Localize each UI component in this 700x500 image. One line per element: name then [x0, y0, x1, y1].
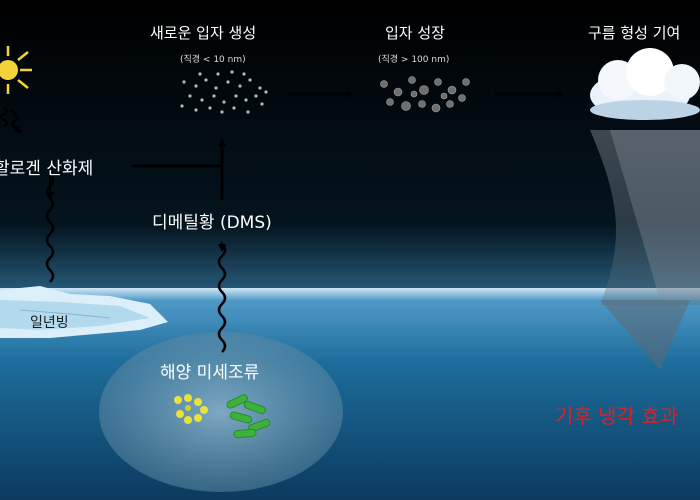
algae-label: 해양 미세조류	[160, 363, 260, 383]
sunlight-arrow	[0, 106, 9, 128]
cloud-icon	[590, 48, 700, 120]
halogen-emission-arrow	[45, 170, 55, 283]
particle-cluster-icon	[180, 70, 268, 114]
microalgae-icon	[226, 394, 271, 439]
sunlight-arrow	[10, 109, 22, 134]
sun-icon	[0, 46, 32, 94]
cooling-funnel	[590, 130, 700, 305]
algae-region	[99, 332, 343, 492]
new-particle-title: 새로운 입자 생성	[150, 24, 257, 42]
particle-cluster-icon	[380, 76, 470, 113]
dms-emission-arrow	[217, 240, 227, 353]
dms-label: 디메틸황 (DMS)	[152, 213, 272, 233]
growth-title: 입자 성장	[385, 24, 445, 42]
cooling-effect-label: 기후 냉각 효과	[555, 404, 679, 428]
microalgae-icon	[174, 394, 208, 424]
sea-ice-icon	[0, 286, 168, 338]
sea-ice-label: 일년빙	[30, 315, 69, 331]
new-particle-size: (직경 < 10 nm)	[180, 55, 246, 65]
halogen-label: 할로겐 산화제	[0, 159, 94, 179]
cloud-title: 구름 형성 기여	[588, 24, 681, 42]
cooling-arrowhead	[600, 300, 690, 370]
growth-size: (직경 > 100 nm)	[378, 55, 450, 65]
